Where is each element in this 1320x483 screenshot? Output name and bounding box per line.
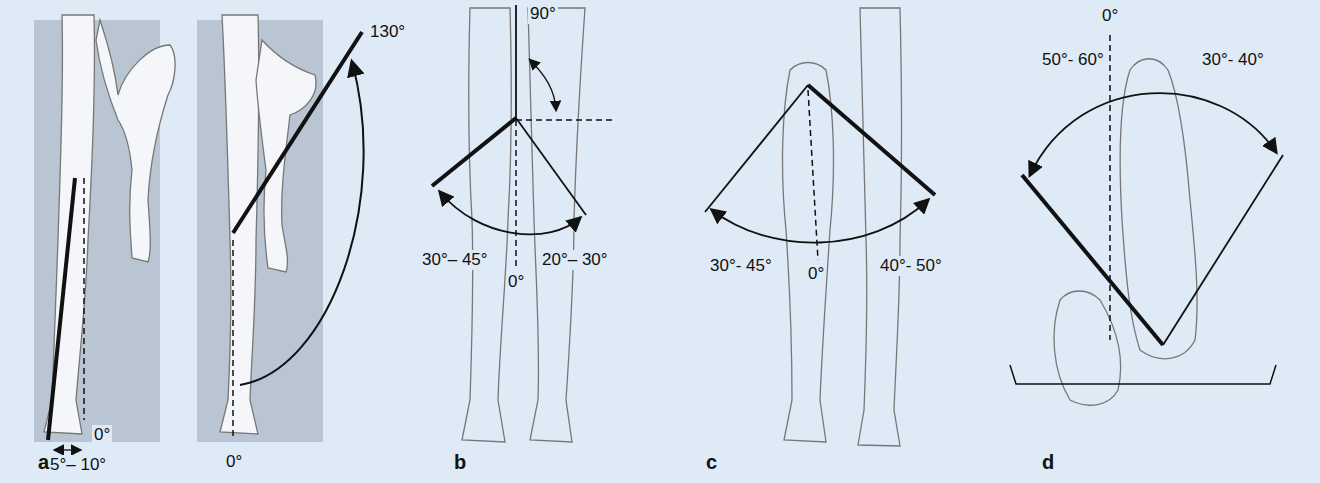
angle-label: 0° bbox=[1100, 6, 1120, 26]
angle-label: 20°– 30° bbox=[540, 250, 610, 270]
angle-label: 30°- 40° bbox=[1200, 50, 1266, 70]
angle-label: 0° bbox=[506, 272, 526, 292]
angle-label: 0° bbox=[806, 264, 826, 284]
panel-letter: b bbox=[452, 452, 468, 472]
angle-lines bbox=[48, 5, 1283, 450]
angle-label: 30°– 45° bbox=[420, 250, 490, 270]
panel-letter: a bbox=[36, 452, 51, 472]
panel-letter: c bbox=[704, 452, 719, 472]
angle-label: 130° bbox=[368, 22, 407, 42]
angle-label: 5°– 10° bbox=[48, 455, 108, 475]
leg-figure bbox=[44, 8, 1197, 446]
angle-label: 40°- 50° bbox=[878, 256, 944, 276]
angle-label: 90° bbox=[528, 4, 558, 24]
angle-label: 30°- 45° bbox=[708, 256, 774, 276]
angle-label: 0° bbox=[92, 425, 112, 445]
angle-label: 50°- 60° bbox=[1040, 50, 1106, 70]
panel-letter: d bbox=[1040, 452, 1056, 472]
angle-label: 0° bbox=[224, 452, 244, 472]
